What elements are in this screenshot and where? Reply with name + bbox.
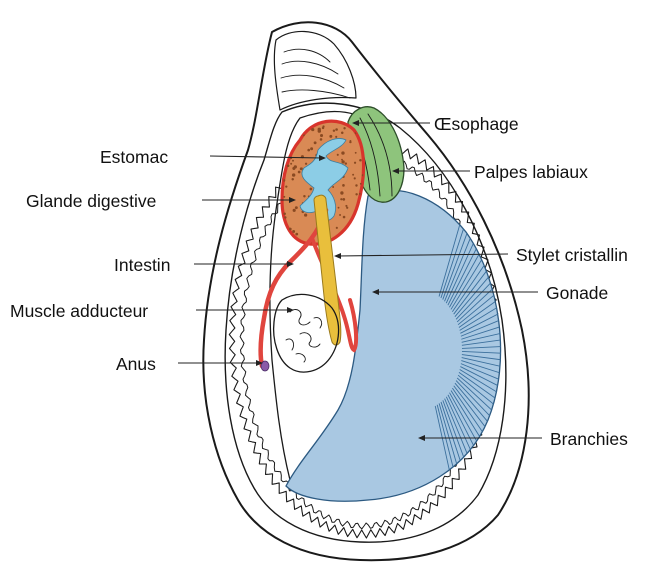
gland-texture-dot — [339, 214, 341, 216]
gland-texture-dot — [345, 205, 347, 207]
gland-texture-dot — [294, 140, 296, 142]
gland-texture-dot — [352, 174, 354, 176]
gland-texture-dot — [287, 151, 290, 154]
gland-texture-dot — [360, 233, 363, 236]
gland-texture-dot — [362, 201, 364, 203]
gland-texture-dot — [355, 193, 357, 195]
gland-texture-dot — [283, 213, 286, 216]
gland-texture-dot — [286, 235, 289, 238]
gland-texture-dot — [355, 184, 357, 186]
gland-texture-dot — [283, 196, 285, 198]
gland-texture-dot — [346, 232, 349, 235]
gland-texture-dot — [307, 149, 310, 152]
label-oesophage: Œsophage — [434, 114, 519, 134]
gland-texture-dot — [290, 163, 292, 165]
label-branchies: Branchies — [550, 429, 628, 449]
gland-texture-dot — [360, 183, 362, 185]
label-muscle-adducteur: Muscle adducteur — [10, 301, 148, 321]
gland-texture-dot — [333, 129, 335, 131]
gland-texture-dot — [341, 151, 344, 154]
gland-texture-dot — [335, 128, 338, 131]
gland-texture-dot — [298, 171, 301, 174]
gland-texture-dot — [343, 216, 346, 219]
gland-texture-dot — [305, 119, 308, 122]
gland-texture-dot — [301, 167, 303, 169]
gland-texture-dot — [343, 233, 346, 236]
gland-texture-dot — [290, 145, 292, 147]
gland-texture-dot — [290, 127, 292, 129]
gland-texture-dot — [292, 173, 295, 176]
gland-texture-dot — [341, 132, 344, 135]
gland-texture-dot — [354, 236, 356, 238]
gland-texture-dot — [342, 184, 345, 187]
gland-texture-dot — [284, 216, 286, 218]
gland-texture-dot — [320, 138, 323, 141]
label-gonade: Gonade — [546, 283, 608, 303]
gland-texture-dot — [338, 207, 340, 209]
label-stylet-cristallin: Stylet cristallin — [516, 245, 628, 265]
gland-texture-dot — [354, 177, 356, 179]
gland-texture-dot — [335, 136, 337, 138]
gland-texture-dot — [295, 206, 298, 209]
gland-texture-dot — [343, 127, 345, 129]
gland-texture-dot — [310, 147, 313, 150]
gland-texture-dot — [314, 141, 317, 144]
gland-texture-dot — [294, 165, 297, 168]
gland-texture-dot — [340, 191, 343, 194]
gland-texture-dot — [292, 230, 295, 233]
gland-texture-dot — [336, 227, 338, 229]
gland-texture-dot — [304, 213, 307, 216]
gland-texture-dot — [302, 125, 304, 127]
gland-texture-dot — [294, 137, 296, 139]
gland-texture-dot — [311, 128, 314, 131]
gland-texture-dot — [289, 228, 292, 231]
gland-texture-dot — [322, 127, 324, 129]
gland-texture-dot — [359, 159, 362, 162]
label-anus: Anus — [116, 354, 156, 374]
gland-texture-dot — [303, 195, 305, 197]
gland-texture-dot — [340, 198, 342, 200]
gland-texture-dot — [355, 152, 357, 154]
gland-texture-dot — [342, 198, 345, 201]
gland-texture-dot — [307, 122, 310, 125]
anus — [261, 361, 269, 371]
gland-texture-dot — [337, 154, 339, 156]
gland-texture-dot — [293, 209, 296, 212]
label-estomac: Estomac — [100, 147, 168, 167]
gland-texture-dot — [291, 178, 293, 180]
gland-texture-dot — [309, 122, 311, 124]
gland-texture-dot — [341, 160, 344, 163]
gland-texture-dot — [345, 162, 347, 164]
gland-texture-dot — [358, 218, 360, 220]
gland-texture-dot — [285, 185, 287, 187]
gland-texture-dot — [362, 197, 365, 200]
gland-texture-dot — [309, 188, 312, 191]
gland-texture-dot — [320, 134, 323, 137]
gland-texture-dot — [349, 141, 351, 143]
gland-texture-dot — [287, 164, 290, 167]
gland-texture-dot — [318, 128, 321, 131]
gland-texture-dot — [329, 135, 332, 138]
gland-texture-dot — [332, 186, 334, 188]
label-palpes-labiaux: Palpes labiaux — [474, 162, 588, 182]
gland-texture-dot — [305, 163, 307, 165]
gland-texture-dot — [354, 162, 356, 164]
gland-texture-dot — [341, 159, 343, 161]
gland-texture-dot — [292, 160, 294, 162]
label-intestin: Intestin — [114, 255, 170, 275]
gland-texture-dot — [295, 233, 298, 236]
arrowhead-stylet — [334, 253, 341, 259]
label-glande-digestive: Glande digestive — [26, 191, 156, 211]
gland-texture-dot — [289, 121, 292, 124]
